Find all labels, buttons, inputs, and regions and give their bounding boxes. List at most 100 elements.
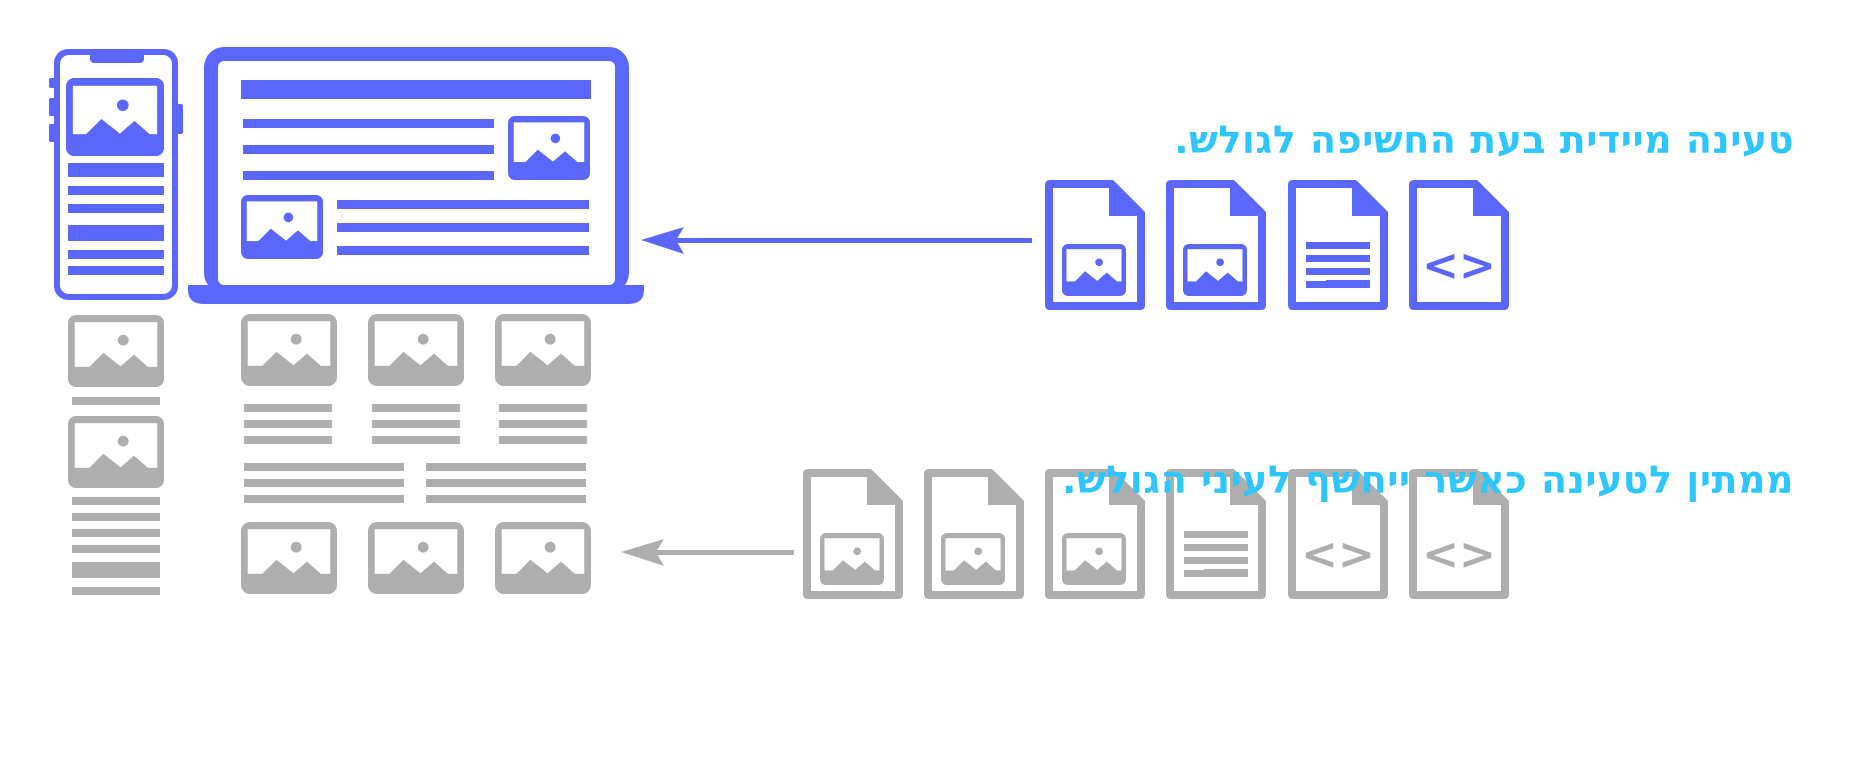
laptop-base bbox=[188, 285, 644, 304]
phone-button bbox=[49, 78, 55, 88]
text-line bbox=[1306, 255, 1370, 262]
file-fold bbox=[1115, 182, 1143, 210]
image-file-icon bbox=[924, 469, 1024, 599]
text-line bbox=[244, 463, 404, 471]
text-line bbox=[426, 463, 586, 471]
file-fold bbox=[1236, 182, 1264, 210]
phone-notch bbox=[90, 52, 144, 63]
file-fold bbox=[1236, 471, 1264, 499]
file-fold bbox=[1479, 471, 1507, 499]
file-fold bbox=[1115, 471, 1143, 499]
text-line bbox=[243, 145, 494, 154]
image-window bbox=[374, 321, 458, 366]
text-line bbox=[426, 479, 586, 487]
text-line bbox=[72, 587, 160, 595]
image-window bbox=[74, 423, 158, 468]
immediate-loading-caption: טעינה מיידית בעת החשיפה לגולש. bbox=[1174, 118, 1794, 162]
file-page bbox=[1296, 477, 1380, 591]
text-line bbox=[72, 513, 160, 521]
image-window bbox=[74, 322, 158, 367]
text-line bbox=[337, 223, 589, 232]
image-icon bbox=[495, 522, 591, 594]
lazy-loading-caption: ממתין לטעינה כאשר ייחשף לעיני הגולש. bbox=[1061, 458, 1794, 502]
image-icon bbox=[1062, 533, 1126, 585]
text-line bbox=[72, 562, 160, 578]
image-window bbox=[824, 538, 880, 571]
code-glyph: <> bbox=[1422, 529, 1496, 580]
file-page bbox=[1417, 477, 1501, 591]
text-line bbox=[499, 420, 587, 428]
arrow-shaft bbox=[652, 550, 794, 555]
arrow-shaft bbox=[672, 238, 1032, 243]
file-fold bbox=[994, 471, 1022, 499]
text-line bbox=[68, 266, 164, 275]
image-icon bbox=[241, 195, 323, 259]
file-fold bbox=[1479, 182, 1507, 210]
image-icon bbox=[820, 533, 884, 585]
text-line bbox=[372, 420, 460, 428]
text-line bbox=[243, 171, 494, 180]
text-line bbox=[68, 204, 164, 213]
image-icon bbox=[68, 315, 164, 387]
file-page bbox=[1417, 188, 1501, 302]
image-icon bbox=[368, 522, 464, 594]
image-file-icon bbox=[803, 469, 903, 599]
text-line bbox=[1184, 531, 1248, 538]
arrow-left-icon bbox=[641, 227, 1032, 254]
code-file-icon: <> bbox=[1409, 469, 1509, 599]
image-file-icon bbox=[1166, 180, 1266, 310]
text-line bbox=[372, 404, 460, 412]
text-line bbox=[72, 529, 160, 537]
laptop-icon bbox=[188, 47, 644, 304]
text-line bbox=[244, 436, 332, 444]
image-icon bbox=[495, 314, 591, 386]
file-fold bbox=[1358, 471, 1386, 499]
text-line bbox=[68, 163, 164, 177]
text-file-icon bbox=[1288, 180, 1388, 310]
text-line bbox=[72, 497, 160, 505]
image-file-icon bbox=[1045, 469, 1145, 599]
code-file-icon: <> bbox=[1288, 469, 1388, 599]
text-line bbox=[337, 200, 589, 209]
image-window bbox=[513, 122, 585, 163]
image-window bbox=[374, 529, 458, 574]
image-window bbox=[1187, 249, 1243, 282]
text-line bbox=[244, 479, 404, 487]
text-line bbox=[68, 250, 164, 259]
text-line bbox=[1184, 544, 1248, 551]
image-icon bbox=[241, 522, 337, 594]
image-window bbox=[501, 321, 585, 366]
text-line bbox=[241, 80, 591, 99]
file-fold bbox=[1358, 182, 1386, 210]
text-line bbox=[72, 397, 160, 405]
text-line bbox=[426, 495, 586, 503]
image-icon bbox=[368, 314, 464, 386]
text-file-icon bbox=[1166, 469, 1266, 599]
image-window bbox=[72, 85, 158, 135]
phone-button bbox=[177, 104, 183, 134]
image-window bbox=[247, 321, 331, 366]
text-line bbox=[72, 545, 160, 553]
text-line bbox=[337, 246, 589, 255]
code-glyph: <> bbox=[1301, 529, 1375, 580]
code-glyph: <> bbox=[1422, 240, 1496, 291]
text-line bbox=[244, 404, 332, 412]
phone-button bbox=[49, 124, 55, 142]
image-icon bbox=[1062, 244, 1126, 296]
image-icon bbox=[66, 78, 164, 156]
image-icon bbox=[941, 533, 1005, 585]
arrow-head bbox=[621, 539, 664, 566]
text-line bbox=[499, 436, 587, 444]
text-line bbox=[372, 436, 460, 444]
image-icon bbox=[1183, 244, 1247, 296]
text-line bbox=[244, 420, 332, 428]
image-window bbox=[1066, 538, 1122, 571]
phone-button bbox=[49, 98, 55, 116]
text-line bbox=[68, 186, 164, 195]
text-line bbox=[1306, 242, 1370, 249]
image-icon bbox=[241, 314, 337, 386]
text-line bbox=[1204, 569, 1248, 576]
image-icon bbox=[508, 116, 590, 180]
text-line bbox=[1306, 268, 1370, 275]
